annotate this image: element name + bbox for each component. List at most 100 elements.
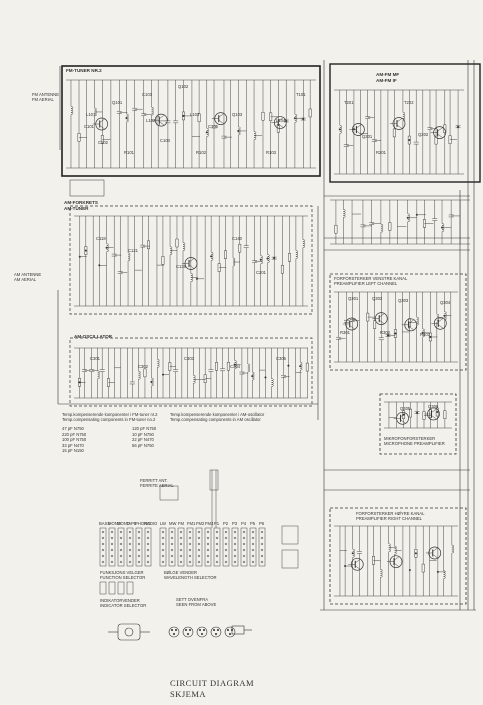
preamp-left-box — [329, 273, 467, 371]
ferrite-aerial-label: FERRITT ANT. FERRITE AERIAL — [140, 478, 174, 488]
selector-switch-circuitry — [99, 469, 299, 595]
function-position-label: MONO — [117, 521, 131, 526]
tlabel-item: Q305 — [400, 406, 411, 411]
rlabel-item: R303 — [420, 332, 431, 337]
preamp-right-circuitry — [334, 525, 458, 597]
capacitor-value-entry: 100 pF N750 — [62, 437, 87, 442]
rlabel-item: R102 — [196, 150, 207, 155]
function-selector-label-en: FUNCTION SELECTOR — [100, 575, 146, 580]
comp-note-1: Temp.kompenserende komponenter i FM-tune… — [62, 412, 158, 417]
rlabel-item: R101 — [124, 150, 135, 155]
clabel-item: C101 — [84, 124, 95, 129]
band-position-label: P4 — [241, 521, 247, 526]
view-from-above-label-en: SEEN FROM ABOVE — [176, 602, 217, 607]
preamp-right-label-no: FORFORSTERKER HØYRE KANAL — [356, 511, 425, 516]
fm-tuner-circuitry — [66, 79, 316, 169]
function-position-label: BASS — [99, 521, 111, 526]
tlabel-item: Q301 — [348, 296, 359, 301]
mic-preamp-label-en: MICROPHONE PREAMPLIFIER — [384, 441, 445, 446]
if-circuitry — [330, 89, 470, 245]
clabel-item: C301 — [90, 356, 101, 361]
llabel-item: L102 — [146, 118, 156, 123]
comp-note-3: Temp.compensating components in FM-tuner… — [62, 417, 156, 422]
pinout-symbols — [108, 623, 236, 641]
am-oscillator-label: AM-OSCILLATOR — [74, 334, 113, 339]
band-selector-label-no: BØLGE VENDER — [164, 570, 198, 575]
am-fm-if-label-en: AM-FM IF — [376, 78, 397, 83]
clabel-item: C304 — [230, 364, 241, 369]
band-selector-label-en: WAVELENGTH SELECTOR — [164, 575, 217, 580]
llabel-item: T202 — [404, 100, 414, 105]
band-position-label: P5 — [250, 521, 256, 526]
band-position-label: P3 — [232, 521, 238, 526]
band-position-label: P1 — [214, 521, 220, 526]
clabel-item: C305 — [276, 356, 287, 361]
band-position-label: P2 — [223, 521, 229, 526]
rlabel-item: R301 — [340, 330, 351, 335]
band-position-label: FM3 — [205, 521, 214, 526]
preamp-right-label-en: PREAMPLIFIER RIGHT CHANNEL — [356, 516, 423, 521]
llabel-item: L104 — [276, 118, 286, 123]
tlabel-item: Q306 — [428, 404, 439, 409]
preamp-right-box — [329, 507, 467, 605]
capacitor-value-entry: 56 pF N750 — [132, 442, 154, 448]
tlabel-item: Q304 — [440, 300, 451, 305]
rlabel-item: R302 — [380, 330, 391, 335]
capacitor-value-entry: 15 pF N150 — [62, 448, 84, 453]
am-oscillator-box — [69, 337, 313, 407]
clabel-item: C105 — [208, 124, 219, 129]
view-from-above-label-no: SETT OVENFRA — [176, 597, 209, 602]
function-position-label: PHONO — [135, 521, 151, 526]
diagram-title-en: CIRCUIT DIAGRAM — [170, 678, 255, 688]
band-position-label: FM — [178, 521, 185, 526]
clabel-item: C104 — [160, 138, 171, 143]
tlabel-item: Q103 — [232, 112, 243, 117]
am-fm-if-label: AM-FM MF — [376, 72, 400, 77]
capacitor-value-entry: 47 pF N750 — [62, 426, 84, 431]
capacitor-value-entry: 33 pF N470 — [62, 442, 84, 448]
fm-tuner-box — [61, 65, 321, 177]
mic-preamp-label-no: MIKROFONFORSTERKER — [384, 436, 436, 441]
tlabel-item: Q303 — [398, 298, 409, 303]
legend-box — [69, 179, 105, 197]
connector-symbol — [231, 625, 252, 635]
capacitor-value-entry: 120 pF N750 — [132, 426, 157, 431]
function-position-label: MONO — [108, 521, 122, 526]
capacitor-value-entry: 22 pF N470 — [132, 437, 154, 442]
am-tuner-circuitry — [74, 215, 308, 307]
preamp-left-label-en: PREAMPLIFIER LEFT CHANNEL — [334, 281, 398, 286]
capacitor-value-entry: 220 pF N750 — [62, 431, 87, 437]
diagram-title-no: SKJEMA — [170, 689, 207, 699]
clabel-item: C138 — [176, 264, 187, 269]
am-tuner-label: AM-TUNER — [64, 206, 89, 211]
clabel-item: C121 — [128, 248, 139, 253]
llabel-item: L101 — [86, 112, 96, 117]
tlabel-item: Q101 — [112, 100, 123, 105]
band-position-label: FM1 — [187, 521, 196, 526]
fm-aerial-label: FM ANTENNE FM AERIAL — [32, 92, 59, 102]
power-bus-lines — [57, 60, 476, 611]
clabel-item: C103 — [142, 92, 153, 97]
clabel-item: C303 — [184, 356, 195, 361]
am-oscillator-circuitry — [74, 347, 309, 399]
tlabel-item: Q201 — [362, 134, 373, 139]
llabel-item: L103 — [190, 112, 200, 117]
clabel-item: C102 — [98, 140, 109, 145]
clabel-item: C302 — [138, 364, 149, 369]
band-position-label: MW — [169, 521, 177, 526]
comp-note-4: Temp.compensating components in AM oscil… — [170, 417, 261, 422]
clabel-item: C140 — [232, 236, 243, 241]
tlabel-item: Q102 — [178, 84, 189, 89]
tlabel-item: Q202 — [418, 132, 429, 137]
comp-note-2: Temp.kompenserende komponenter i AM-osci… — [170, 412, 265, 417]
rlabel-item: R103 — [266, 150, 277, 155]
mic-preamp-box — [379, 393, 457, 455]
band-position-label: P6 — [259, 521, 265, 526]
band-position-label: LW — [160, 521, 166, 526]
indicator-selector-label-en: INDICATOR SELECTOR — [100, 603, 147, 608]
mic-preamp-circuitry — [384, 401, 452, 429]
function-position-label: TAPE — [126, 521, 137, 526]
if-amplifier-box — [329, 63, 481, 183]
function-position-label: RADIO — [144, 521, 158, 526]
